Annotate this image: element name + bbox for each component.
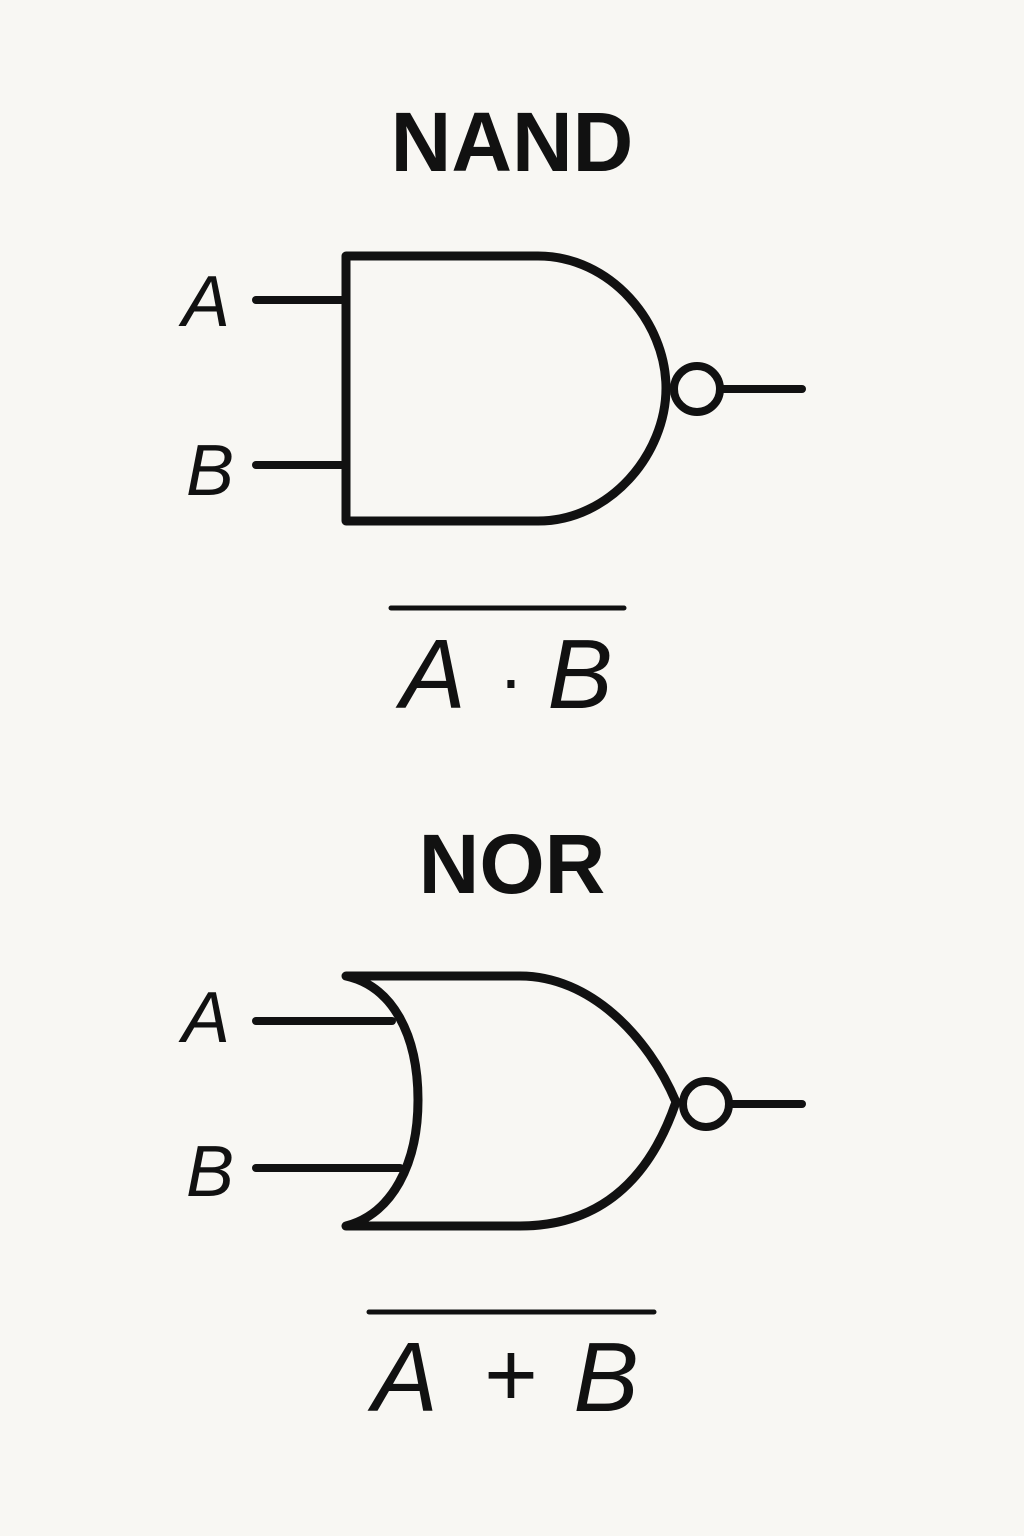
nor-input-b-label: B (186, 1132, 234, 1212)
nand-formula-right: B (547, 619, 612, 729)
nor-section: NOR A B A + B (178, 817, 806, 1432)
nor-formula-operator: + (484, 1324, 538, 1426)
nand-gate-body (341, 251, 671, 526)
nand-input-a-label: A (178, 262, 230, 342)
nor-formula-left: A (367, 1322, 437, 1432)
nand-formula-operator: · (499, 637, 524, 720)
nor-title: NOR (419, 817, 606, 911)
nand-input-b-label: B (186, 431, 234, 511)
nand-formula-left: A (395, 619, 465, 729)
nor-formula-right: B (573, 1322, 638, 1432)
nand-inverter-bubble (670, 362, 724, 416)
nor-gate-body (341, 971, 681, 1231)
nor-input-a-label: A (178, 978, 230, 1058)
nand-title: NAND (391, 95, 634, 189)
nor-inverter-bubble (679, 1077, 733, 1131)
nand-section: NAND A B A · B (178, 95, 806, 729)
